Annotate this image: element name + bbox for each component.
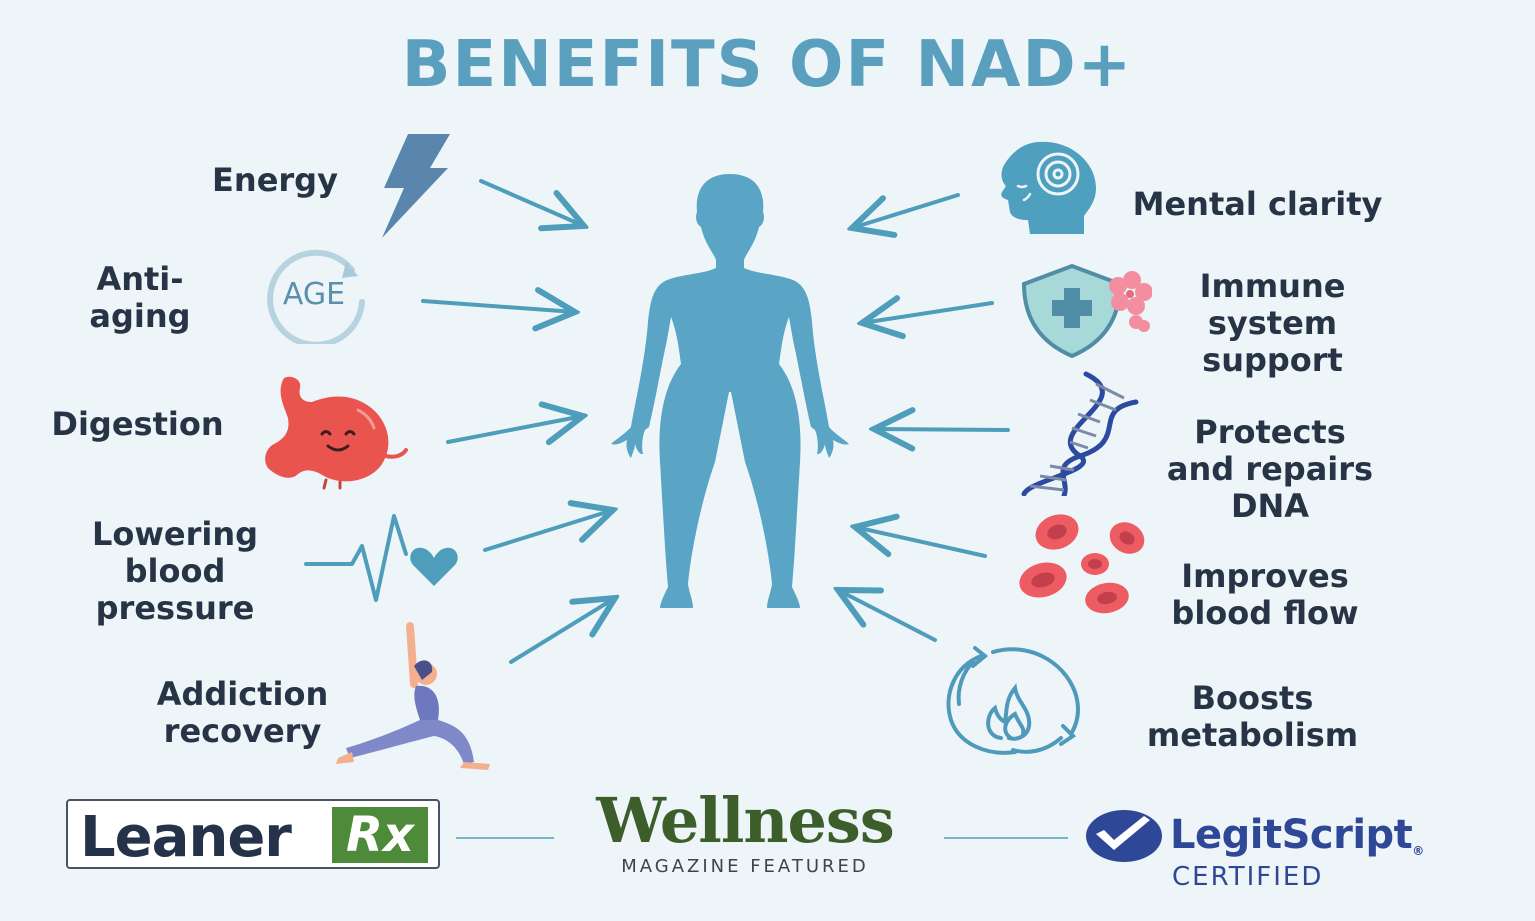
arrow-blood-pressure bbox=[483, 510, 613, 552]
arrow-dna bbox=[874, 429, 1010, 430]
arrow-metabolism bbox=[838, 590, 937, 642]
red-blood-cells-icon bbox=[1019, 514, 1145, 614]
heartbeat-heart-icon bbox=[304, 514, 458, 602]
head-spiral-icon bbox=[1001, 141, 1096, 234]
label-improves-blood-flow: Improves blood flow bbox=[1171, 557, 1359, 632]
human-body-silhouette-icon bbox=[611, 174, 849, 608]
wellness-subtitle: MAGAZINE FEATURED bbox=[621, 856, 869, 877]
rx-badge: Rx bbox=[332, 807, 428, 863]
page-title: BENEFITS OF NAD+ bbox=[401, 28, 1134, 102]
age-cycle-icon: AGE bbox=[267, 249, 365, 344]
legitscript-subtitle: CERTIFIED bbox=[1172, 862, 1324, 892]
shield-cross-flower-icon bbox=[1021, 263, 1152, 358]
legitscript-logo: LegitScript® bbox=[1170, 812, 1424, 858]
arrow-addiction bbox=[509, 598, 615, 664]
arrow-immune bbox=[862, 303, 994, 323]
label-immune-system-support: Immune system support bbox=[1199, 267, 1346, 379]
arrow-blood-flow bbox=[855, 527, 987, 558]
arrow-energy bbox=[479, 179, 584, 226]
yoga-pose-icon bbox=[336, 622, 490, 770]
label-protects-repairs-dna: Protects and repairs DNA bbox=[1166, 413, 1374, 525]
label-anti-aging: Anti- aging bbox=[89, 260, 191, 335]
smiling-stomach-icon bbox=[265, 376, 408, 490]
label-boosts-metabolism: Boosts metabolism bbox=[1146, 679, 1359, 754]
connector-line-right bbox=[944, 837, 1068, 839]
label-mental-clarity: Mental clarity bbox=[1132, 185, 1383, 223]
metabolism-flame-cycle-icon bbox=[946, 646, 1080, 755]
leaner-text: Leaner bbox=[80, 805, 292, 870]
trademark-symbol: ® bbox=[1412, 844, 1424, 858]
lightning-bolt-icon bbox=[382, 134, 450, 238]
arrow-digestion bbox=[446, 416, 583, 442]
arrow-anti-aging bbox=[421, 301, 575, 312]
leanerrx-logo: Leaner Rx bbox=[66, 799, 440, 870]
label-energy: Energy bbox=[212, 161, 338, 199]
connector-line-left bbox=[456, 837, 554, 839]
dna-helix-icon bbox=[1021, 371, 1139, 496]
wellness-magazine-logo: Wellness bbox=[596, 784, 894, 857]
label-digestion: Digestion bbox=[51, 405, 224, 443]
arrow-mental bbox=[852, 193, 960, 228]
legitscript-check-icon bbox=[1086, 810, 1162, 862]
age-text: AGE bbox=[283, 277, 345, 312]
label-lowering-blood-pressure: Lowering blood pressure bbox=[91, 515, 259, 627]
legitscript-title: LegitScript bbox=[1170, 812, 1413, 858]
label-addiction-recovery: Addiction recovery bbox=[156, 675, 329, 750]
